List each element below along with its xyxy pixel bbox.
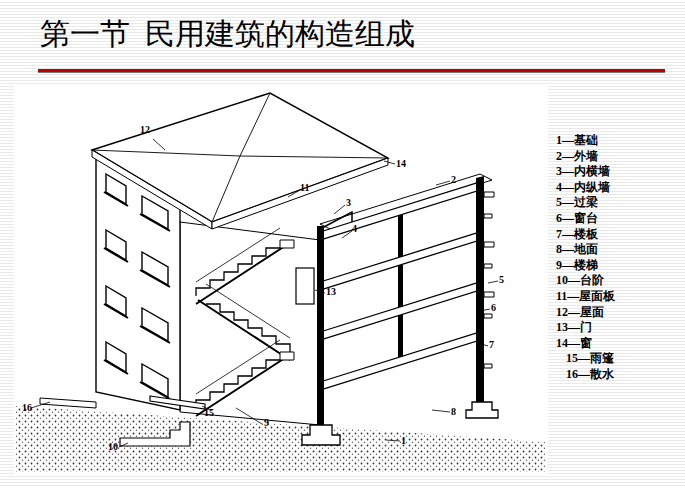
window-sill — [104, 192, 170, 399]
legend-line: 1—基础 — [556, 133, 598, 148]
legend-line: 6—窗台 — [556, 211, 598, 226]
legend-line: 11—屋面板 — [556, 289, 615, 304]
legend-line: 12—屋面 — [556, 305, 604, 320]
roof-hip — [92, 93, 388, 222]
callout-number: 8 — [451, 406, 456, 418]
outer-wall — [476, 176, 484, 404]
inner-longitudinal-wall — [317, 226, 324, 426]
inner-wall — [398, 215, 403, 357]
parapet — [320, 174, 492, 230]
slide-title: 第一节 民用建筑的构造组成 — [40, 16, 415, 52]
foundation — [302, 425, 340, 445]
stair-landing — [280, 240, 294, 360]
callout-number: 14 — [396, 158, 406, 170]
title-rule — [38, 69, 665, 72]
legend-line: 10—台阶 — [556, 273, 604, 288]
callout-number: 15 — [204, 407, 214, 419]
callout-number: 4 — [352, 223, 357, 235]
door — [296, 268, 314, 304]
callout-number: 7 — [489, 339, 494, 351]
callout-number: 13 — [326, 286, 336, 298]
legend-line: 14—窗 — [556, 336, 592, 351]
legend-line: 5—过梁 — [556, 195, 598, 210]
legend-line: 3—内横墙 — [556, 164, 610, 179]
lintel-and-sill — [484, 192, 494, 368]
stair-handrail — [196, 228, 290, 394]
callout-number: 10 — [108, 441, 118, 453]
window — [106, 174, 168, 397]
leader-line — [31, 139, 498, 447]
legend-line: 16—散水 — [566, 367, 614, 382]
stair-hall-wall — [180, 222, 320, 425]
callout-number: 16 — [22, 402, 32, 414]
legend-line: 2—外墙 — [556, 149, 598, 164]
apron-strip — [40, 398, 96, 408]
callout-number: 6 — [491, 302, 496, 314]
picture-ground — [14, 86, 548, 474]
legend-line: 8—地面 — [556, 242, 598, 257]
cross-wall — [322, 212, 352, 228]
callout-number: 2 — [451, 174, 456, 186]
canopy — [150, 396, 205, 409]
legend-line: 13—门 — [556, 320, 592, 335]
floor-slab — [320, 182, 480, 390]
stair-slab — [196, 244, 290, 416]
legend-line: 9—楼梯 — [556, 258, 598, 273]
title-rule-shadow — [38, 72, 665, 73]
legend-line: 15—雨篷 — [566, 351, 614, 366]
entrance-steps — [120, 422, 190, 446]
roof-surface — [92, 93, 388, 222]
roof-fascia — [92, 150, 212, 229]
callout-number: 1 — [401, 435, 406, 447]
legend-line: 4—内纵墙 — [556, 180, 610, 195]
callout-number: 12 — [140, 124, 150, 136]
callout-number: 5 — [499, 274, 504, 286]
callout-number: 11 — [300, 182, 309, 194]
legend-line: 7—楼板 — [556, 227, 598, 242]
stair-steps — [196, 248, 290, 408]
foundation — [466, 402, 498, 418]
callout-number: 9 — [264, 417, 269, 429]
callout-number: 3 — [346, 197, 351, 209]
